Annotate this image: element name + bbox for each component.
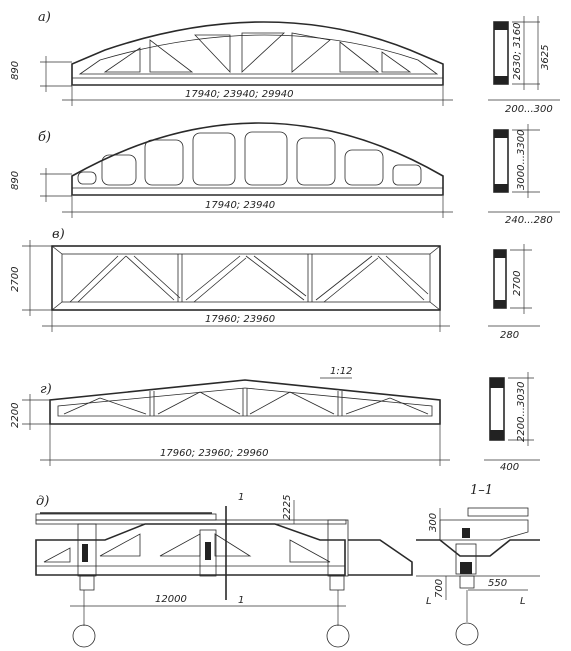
truss-d-slope: 1:12 bbox=[330, 366, 352, 377]
section-dim-c: 550 bbox=[488, 578, 507, 589]
truss-a-span: 17940; 23940; 29940 bbox=[185, 89, 294, 100]
truss-d-span: 17960; 23960; 29960 bbox=[160, 448, 269, 459]
section-axis-left: L bbox=[426, 596, 432, 607]
section-a-height: 2630; 3160 bbox=[512, 23, 523, 80]
truss-c-span: 17960; 23960 bbox=[205, 314, 275, 325]
truss-c: в) 2700 17960; 23960 2700 280 bbox=[10, 227, 540, 341]
truss-b-height: 890 bbox=[10, 171, 21, 190]
truss-d-height: 2200 bbox=[10, 403, 21, 428]
truss-a: а) 890 17940; 23940; 29940 2630; 3160 36… bbox=[10, 10, 560, 115]
truss-a-height: 890 bbox=[10, 61, 21, 80]
truss-d-label: г) bbox=[40, 382, 52, 397]
detail-spacing: 12000 bbox=[155, 594, 187, 605]
section-c-height: 2700 bbox=[512, 271, 523, 296]
truss-b: б) 890 17940; 23940 3000...3300 240...28… bbox=[10, 122, 560, 226]
section-d-height: 2200...3030 bbox=[516, 382, 527, 442]
detail-height: 2225 bbox=[282, 495, 293, 520]
axis-bubble-1 bbox=[72, 624, 96, 648]
section-d-width: 400 bbox=[500, 462, 519, 473]
detail-e: д) 1 1 2225 12000 bbox=[35, 483, 540, 648]
detail-label: д) bbox=[36, 494, 49, 509]
axis-bubble-3 bbox=[455, 622, 479, 646]
section-a-height2: 3625 bbox=[540, 45, 551, 70]
detail-cut-bottom: 1 bbox=[238, 595, 244, 606]
truss-c-height: 2700 bbox=[10, 267, 21, 292]
truss-c-label: в) bbox=[52, 227, 65, 242]
truss-b-span: 17940; 23940 bbox=[205, 200, 275, 211]
section-b-height: 3000...3300 bbox=[516, 130, 527, 190]
section-axis-right: L bbox=[520, 596, 526, 607]
section-b-width: 240...280 bbox=[505, 215, 553, 226]
detail-cut-top: 1 bbox=[238, 492, 244, 503]
section-title: 1–1 bbox=[470, 483, 493, 498]
truss-b-label: б) bbox=[38, 130, 51, 145]
truss-d: г) 1:12 2200 17960; 23960; 29960 2200...… bbox=[10, 366, 540, 473]
section-a-width: 200...300 bbox=[505, 104, 553, 115]
section-dim-b: 700 bbox=[434, 579, 445, 598]
axis-bubble-2 bbox=[326, 624, 350, 648]
truss-a-label: а) bbox=[38, 10, 51, 25]
section-dim-a: 300 bbox=[428, 513, 439, 532]
section-c-width: 280 bbox=[500, 330, 519, 341]
